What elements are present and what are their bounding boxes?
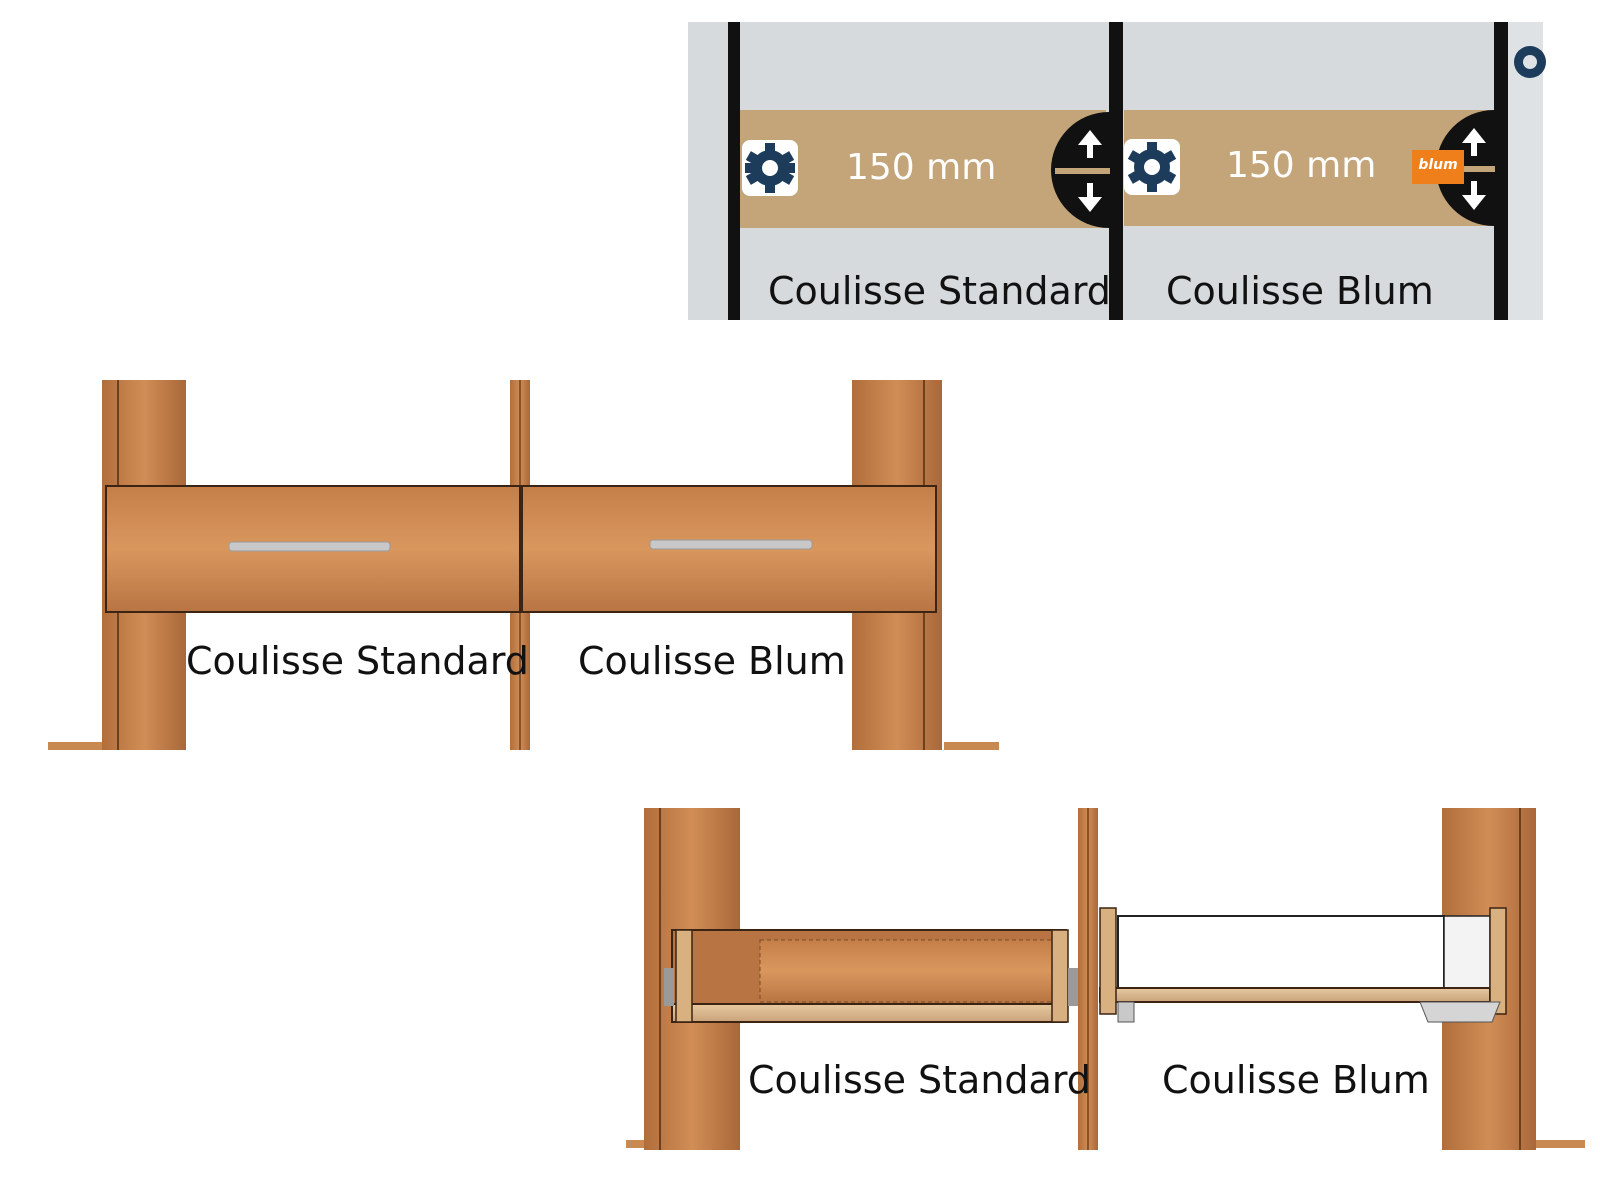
height-adjust-control[interactable] — [1436, 110, 1495, 226]
configurator-panel — [688, 22, 1546, 320]
divider-right — [1494, 22, 1508, 320]
depth-value-blum: 150 mm — [1226, 145, 1377, 186]
height-adjust-control[interactable] — [1051, 112, 1110, 228]
gear-icon[interactable] — [1514, 46, 1546, 78]
closed-drawers-view — [48, 380, 999, 750]
shelf-band-standard[interactable] — [738, 110, 1106, 228]
slot-label-blum: Coulisse Blum — [1166, 269, 1434, 313]
arrow-up-icon[interactable] — [1462, 128, 1486, 156]
arrow-down-icon[interactable] — [1462, 181, 1486, 210]
divider-middle — [1109, 22, 1123, 320]
slot-label-standard: Coulisse Standard — [768, 269, 1111, 313]
closed-label-standard: Coulisse Standard — [186, 639, 529, 683]
arrow-down-icon[interactable] — [1078, 183, 1102, 212]
drawer-handle — [228, 541, 391, 552]
open-label-blum: Coulisse Blum — [1162, 1058, 1430, 1102]
open-label-standard: Coulisse Standard — [748, 1058, 1091, 1102]
arrow-up-icon[interactable] — [1078, 130, 1102, 158]
gear-icon[interactable] — [742, 140, 798, 196]
blum-badge — [1412, 150, 1464, 184]
depth-value-standard: 150 mm — [846, 147, 997, 188]
drawer-blum-open[interactable] — [1099, 907, 1507, 1023]
open-drawers-view — [626, 808, 1585, 1150]
closed-label-blum: Coulisse Blum — [578, 639, 846, 683]
gear-icon[interactable] — [1124, 139, 1180, 195]
blum-badge-text: blum — [1418, 157, 1458, 173]
drawer-handle — [649, 539, 813, 550]
drawer-standard-open[interactable] — [664, 929, 1078, 1023]
divider-left — [728, 22, 740, 320]
